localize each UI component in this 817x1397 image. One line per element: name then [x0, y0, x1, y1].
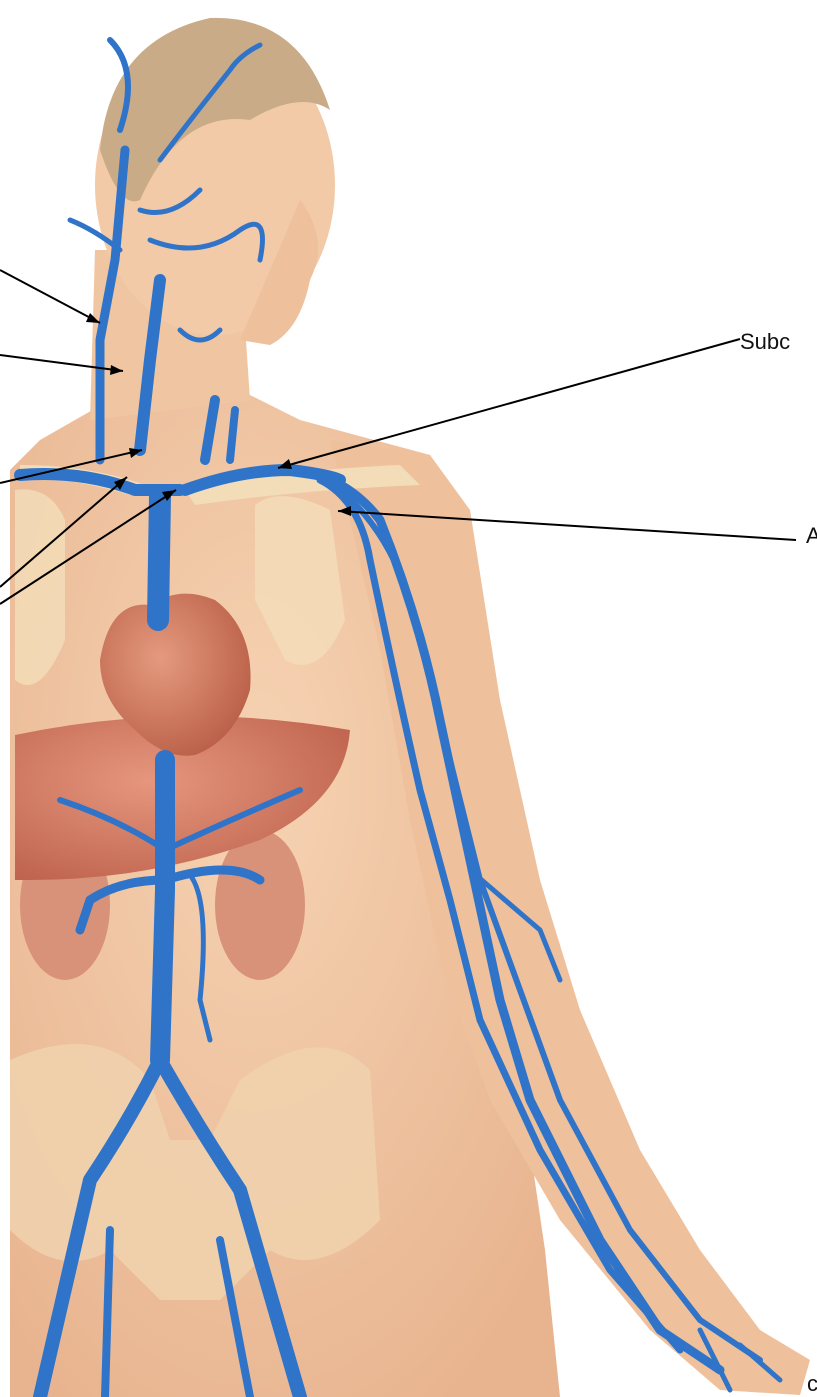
label-subclavian: Subc: [740, 329, 790, 355]
body-illustration: [10, 18, 810, 1397]
leader-line-subclavian: [278, 339, 740, 468]
label-axillary: A: [806, 523, 817, 549]
leader-line-external-jugular: [0, 270, 100, 323]
label-bottom-partial: c: [807, 1371, 817, 1397]
